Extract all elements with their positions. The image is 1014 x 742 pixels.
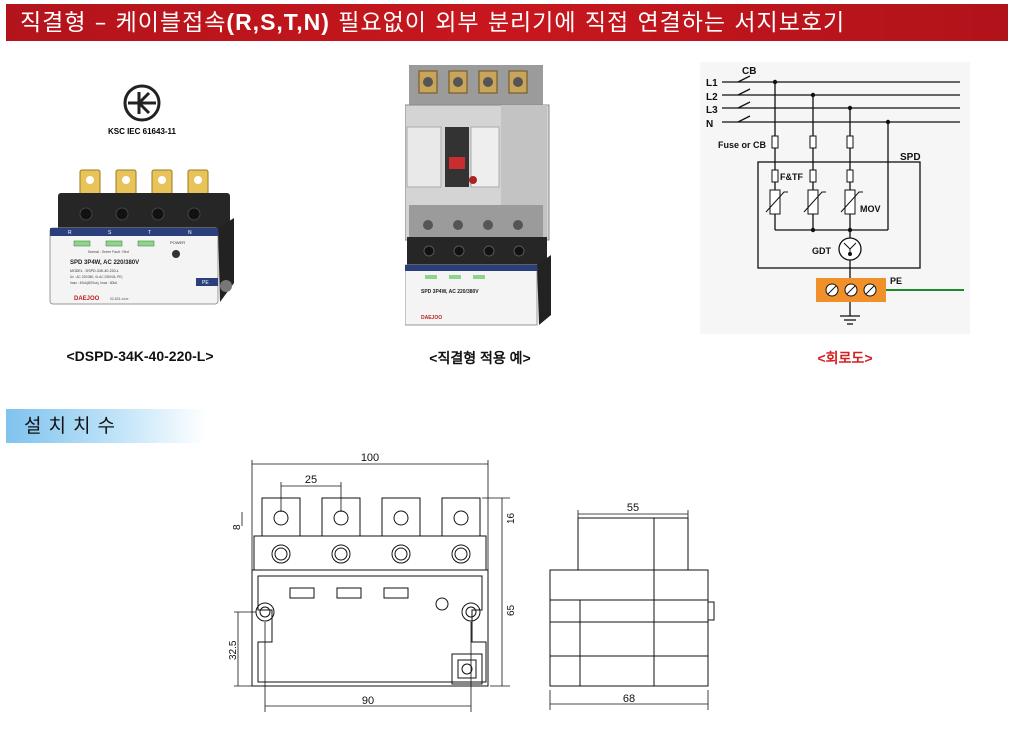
label-fuse: Fuse or CB: [718, 140, 767, 150]
label-ftf: F&TF: [780, 172, 803, 182]
dim-side-bottom: 68: [623, 693, 635, 705]
section-title: 설치치수: [6, 409, 206, 443]
power-label: POWER: [170, 240, 185, 245]
svg-text:R: R: [68, 230, 72, 236]
dimension-svg: 100 25 8 16 65 32.5 90 55 68: [228, 452, 715, 712]
svg-text:S: S: [108, 230, 112, 236]
label-pe: PE: [890, 276, 902, 286]
product-caption: <DSPD-34K-40-220-L>: [66, 348, 214, 364]
dim-body-height: 65: [506, 604, 517, 616]
label-gdt: GDT: [812, 246, 832, 256]
banner-prefix: 직결형 – 케이블접속: [20, 10, 227, 36]
banner-suffix: 필요없이 외부 분리기에 직접 연결하는 서지보호기: [329, 10, 846, 36]
status-label: Normal : Green Fault : Red: [88, 250, 129, 254]
spec-line-1: Uc : AC 220/380, 4L AC 255V/4L PE): [70, 275, 122, 279]
dim-terminal-pitch: 25: [305, 474, 317, 486]
brand-sub: 02-831-xxxx: [110, 297, 129, 301]
label-l1: L1: [706, 78, 718, 89]
product-photo: KSC IEC 61643-11 R S T N POWER SPD 3P4W, AC…: [48, 78, 248, 338]
svg-text:N: N: [188, 230, 192, 236]
label-l2: L2: [706, 92, 718, 103]
pe-label: PE: [202, 280, 209, 286]
spd-label: SPD 3P4W, AC 220/380V: [70, 260, 139, 266]
dim-overall-width: 100: [361, 452, 379, 464]
application-caption: <직결형 적용 예>: [429, 350, 531, 366]
circuit-svg: L1 L2 L3 N CB Fuse or CB SPD F&TF MOV GD…: [700, 62, 970, 334]
dim-mount-pitch: 90: [362, 695, 374, 707]
circuit-diagram: L1 L2 L3 N CB Fuse or CB SPD F&TF MOV GD…: [700, 62, 970, 334]
svg-text:SPD 3P4W, AC 220/380V: SPD 3P4W, AC 220/380V: [421, 289, 479, 295]
dim-hole-dia: 8: [232, 524, 243, 530]
circuit-caption: <회로도>: [817, 350, 873, 366]
product-illustration: KSC IEC 61643-11 R S T N POWER SPD 3P4W, AC…: [49, 84, 234, 305]
label-mov: MOV: [860, 204, 881, 214]
application-photo: SPD 3P4W, AC 220/380V DAEJOO: [404, 65, 555, 330]
brand-logo: DAEJOO: [74, 296, 100, 302]
breaker-illustration: SPD 3P4W, AC 220/380V DAEJOO: [404, 65, 551, 326]
label-n: N: [706, 119, 713, 130]
label-spd: SPD: [900, 152, 921, 163]
label-l3: L3: [706, 105, 718, 116]
title-banner: 직결형 – 케이블접속(R,S,T,N) 필요없이 외부 분리기에 직접 연결하…: [6, 4, 1008, 41]
model-label: MODEL : DSPD-34K-40-220-L: [70, 269, 119, 273]
dim-terminal-height: 16: [506, 512, 517, 524]
dim-mount-offset: 32.5: [228, 640, 239, 660]
svg-text:DAEJOO: DAEJOO: [421, 315, 442, 321]
label-cb: CB: [742, 66, 756, 77]
dimension-drawing: 100 25 8 16 65 32.5 90 55 68: [220, 450, 730, 722]
banner-phases: (R,S,T,N): [226, 9, 330, 35]
kc-cert-icon: [123, 84, 161, 122]
dim-side-top: 55: [627, 502, 639, 514]
cert-text: KSC IEC 61643-11: [108, 127, 177, 136]
spec-line-2: Imax : 40kA(8/20us), Imax : 80kA: [70, 281, 118, 285]
svg-text:T: T: [148, 230, 151, 236]
